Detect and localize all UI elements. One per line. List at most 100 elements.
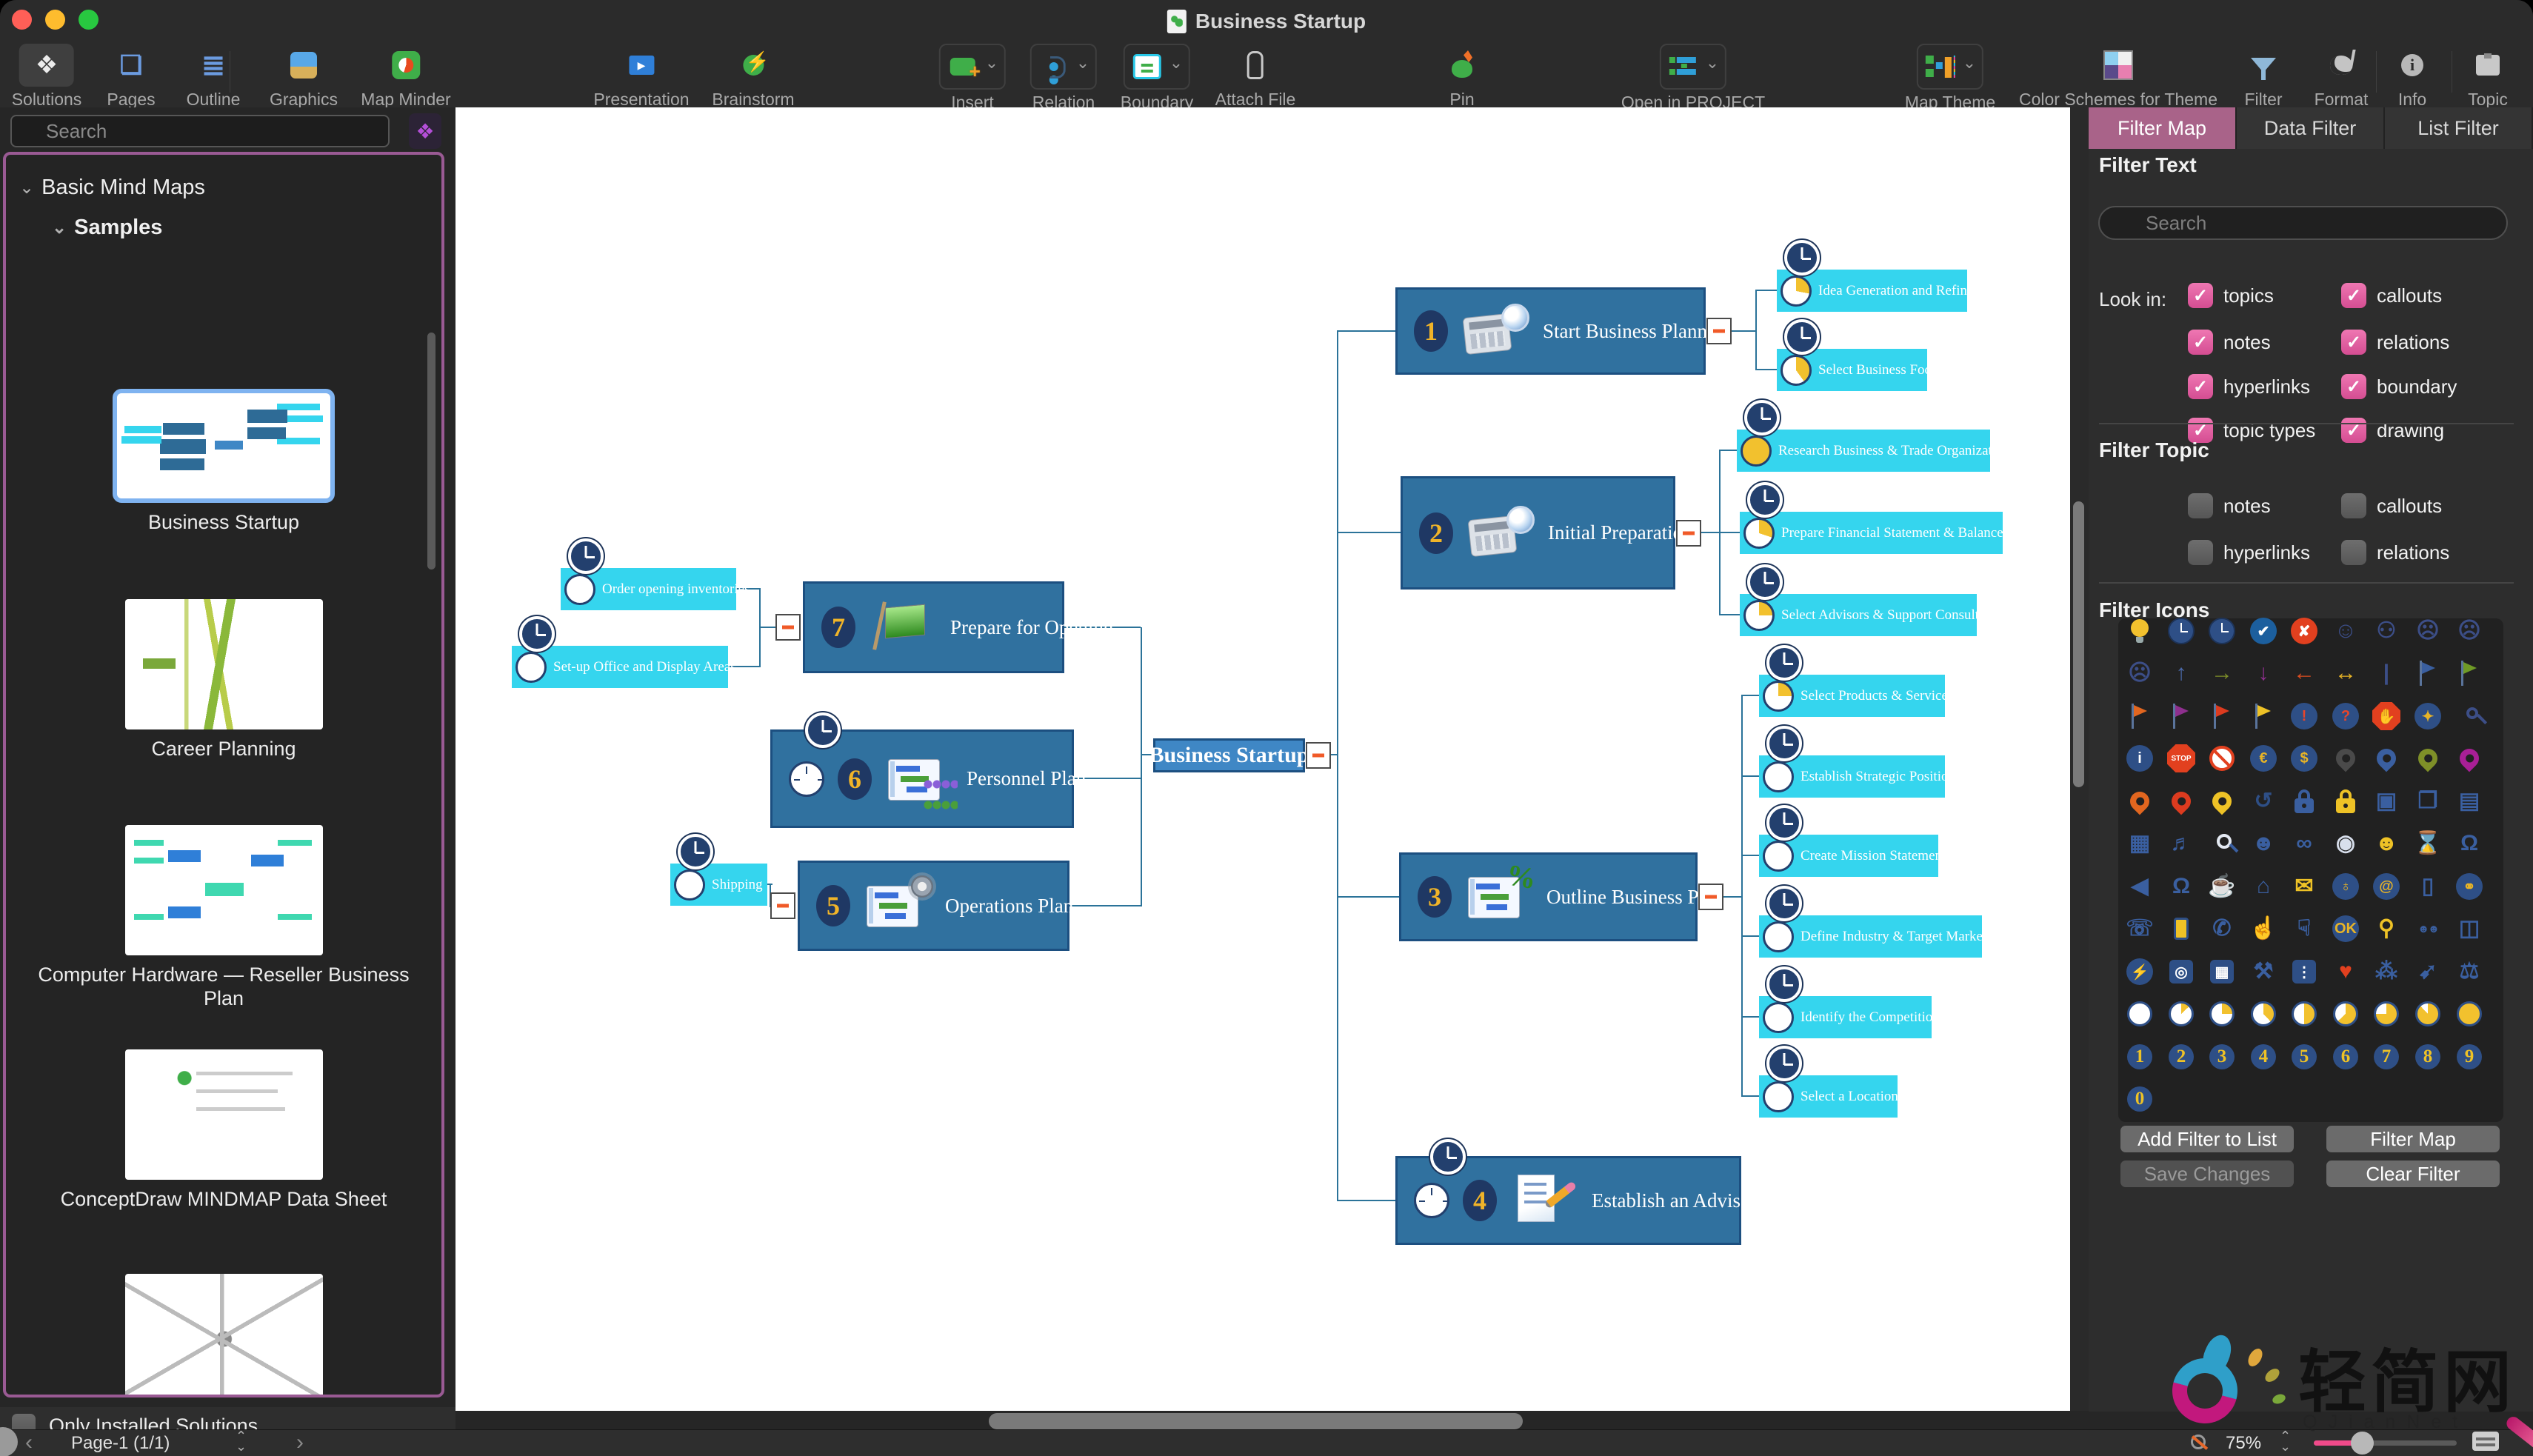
clock-25-icon[interactable] (2207, 999, 2237, 1029)
flag-orange-icon[interactable] (2125, 701, 2155, 731)
eye-icon[interactable]: ◉ (2335, 831, 2356, 855)
checkbox[interactable]: ✓ (2341, 330, 2366, 355)
ConceptDraw MINDMAP Data Sheet[interactable]: ConceptDraw MINDMAP Data Sheet (6, 1049, 441, 1211)
toolbar-info[interactable]: Info (2385, 44, 2440, 110)
mailbox-icon[interactable]: ▯ (2421, 874, 2434, 898)
coffee-icon[interactable]: ☕ (2208, 874, 2236, 898)
num-5-icon[interactable]: 5 (2289, 1042, 2319, 1072)
arrow-down-icon[interactable]: ↓ (2257, 661, 2269, 685)
toolbar-brainstorm[interactable]: Brainstorm (712, 44, 794, 110)
question-icon[interactable]: ? (2331, 701, 2360, 731)
pin-gray-icon[interactable] (2331, 744, 2360, 773)
checkbox[interactable]: ✓ (2341, 283, 2366, 308)
stop-sign-icon[interactable]: STOP (2166, 744, 2196, 773)
Conference Planning[interactable]: Conference Planning (6, 1274, 441, 1395)
topic-operations-plan[interactable]: 5 Operations Plan (770, 861, 1073, 951)
toolbar-outline[interactable]: Outline (186, 44, 241, 110)
footprints-icon[interactable]: ⁂ (2375, 959, 2397, 984)
flag-pole-icon[interactable]: | (2383, 661, 2390, 685)
topic-prepare-for-opening[interactable]: 7 Prepare for Opening (775, 581, 1113, 673)
arrow-both-icon[interactable]: ↔ (2335, 661, 2357, 685)
collapse-button[interactable] (775, 614, 801, 641)
face-neutral-icon[interactable]: ⚇ (2376, 618, 2397, 643)
check-icon[interactable]: ✔ (2249, 616, 2278, 646)
checkbox[interactable] (2188, 540, 2213, 565)
topic-establish-advisory-board[interactable]: 4 Establish an Advisory Board (1395, 1139, 1821, 1245)
collapse-button[interactable] (1676, 519, 1701, 547)
pin-magenta-icon[interactable] (2454, 744, 2484, 773)
collapse-button[interactable] (1306, 742, 1331, 769)
hourglass-icon[interactable]: ⌛ (2414, 831, 2442, 855)
alarm-bell-icon[interactable]: Ω (2172, 874, 2191, 898)
euro-icon[interactable]: € (2249, 744, 2278, 773)
map-canvas[interactable]: Idea Generation and Refining Select Busi… (455, 107, 2070, 1411)
tab-data-filter[interactable]: Data Filter (2237, 107, 2385, 149)
face-smile-icon[interactable]: ☺ (2334, 618, 2357, 643)
tree-item-basic-mind-maps[interactable]: ⌄ Basic Mind Maps (19, 176, 205, 199)
toolbar-map-minder[interactable]: Map Minder (361, 44, 451, 110)
calendar-icon[interactable]: ▦ (2207, 957, 2237, 986)
dollar-icon[interactable]: $ (2289, 744, 2319, 773)
open-book-icon[interactable]: ◫ (2458, 916, 2480, 941)
hide-filtered-icon[interactable] (2191, 1435, 2206, 1449)
num-1-icon[interactable]: 1 (2125, 1042, 2155, 1072)
subtopic-establish-strategic[interactable]: Establish Strategic Position (1759, 726, 1955, 798)
collapse-button[interactable] (770, 892, 795, 919)
scales-icon[interactable]: ⚖ (2459, 959, 2480, 984)
callout-shipping[interactable]: Shipping (670, 834, 767, 906)
toolbar-insert[interactable]: Insert (938, 44, 1007, 113)
canvas-vscroll-thumb[interactable] (2073, 501, 2084, 787)
notebook-icon[interactable]: ▦ (2129, 831, 2151, 855)
sidebar-filter-button[interactable] (409, 113, 441, 149)
maximize-icon[interactable] (79, 10, 99, 30)
subtopic-select-products[interactable]: Select Products & Services (1759, 645, 1953, 717)
conversation-icon[interactable]: ☻☻ (2417, 922, 2440, 935)
tree-item-samples[interactable]: ⌄ Samples (52, 216, 163, 239)
arrow-right-icon[interactable]: → (2211, 661, 2233, 685)
clock-icon[interactable] (2166, 616, 2196, 646)
pin-red-icon[interactable] (2166, 787, 2196, 816)
megaphone-icon[interactable]: ◀ (2131, 874, 2149, 898)
chevron-down-icon[interactable]: ⌄ (19, 178, 35, 198)
clock-87-icon[interactable] (2413, 999, 2443, 1029)
lock-blue-icon[interactable] (2289, 787, 2319, 816)
phone-icon[interactable]: ✆ (2212, 916, 2232, 941)
num-9-icon[interactable]: 9 (2454, 1042, 2484, 1072)
page-prev-button[interactable]: ‹ (25, 1430, 33, 1455)
fit-page-icon[interactable] (2472, 1432, 2499, 1451)
pin-orange-icon[interactable] (2125, 787, 2155, 816)
cross-icon[interactable]: ✘ (2289, 616, 2319, 646)
collapse-button[interactable] (1698, 884, 1723, 910)
bell-icon[interactable]: Ω (2460, 831, 2479, 855)
callout-setup-office[interactable]: Set-up Office and Display Areas (512, 616, 736, 688)
drum-icon[interactable]: ♬ (2170, 831, 2192, 855)
Career Planning[interactable]: Career Planning (6, 599, 441, 761)
face-angry-icon[interactable]: ☹ (2128, 661, 2152, 685)
flag-green-icon[interactable] (2454, 658, 2484, 688)
arrow-up-icon[interactable]: ↑ (2175, 661, 2187, 685)
filter-search-input[interactable] (2098, 206, 2508, 240)
subtopic-research-business[interactable]: Research Business & Trade Organizations (1737, 400, 2016, 472)
exclamation-icon[interactable]: ! (2289, 701, 2319, 731)
canvas-hscroll-thumb[interactable] (989, 1413, 1523, 1429)
toolbar-graphics[interactable]: Graphics (270, 44, 338, 110)
chevron-down-icon[interactable]: ⌄ (52, 218, 67, 238)
sidebar-search-input[interactable] (10, 115, 390, 147)
sample-thumbnail[interactable] (124, 1049, 323, 1180)
num-7-icon[interactable]: 7 (2372, 1042, 2401, 1072)
subtopic-select-business-focus[interactable]: Select Business Focus (1777, 319, 1943, 391)
house-icon[interactable]: ⌂ (2256, 874, 2271, 898)
flag-red-icon[interactable] (2207, 701, 2237, 731)
checkbox[interactable]: ✓ (2341, 418, 2366, 443)
num-0-icon[interactable]: 0 (2125, 1084, 2155, 1114)
tab-filter-map[interactable]: Filter Map (2089, 107, 2237, 149)
arrow-left-icon[interactable]: ← (2293, 661, 2315, 685)
close-icon[interactable] (12, 10, 32, 30)
toolbar-solutions[interactable]: Solutions (12, 44, 81, 110)
microphone-icon[interactable]: ⚲ (2378, 916, 2394, 941)
toolbar-attach-file[interactable]: Attach File (1215, 44, 1296, 110)
floppy-icon[interactable]: ▣ (2375, 789, 2397, 813)
page-stepper[interactable]: ⌃⌄ (236, 1429, 247, 1454)
info-icon[interactable]: i (2125, 744, 2155, 773)
handshake-icon[interactable]: ⚭ (2454, 872, 2484, 901)
